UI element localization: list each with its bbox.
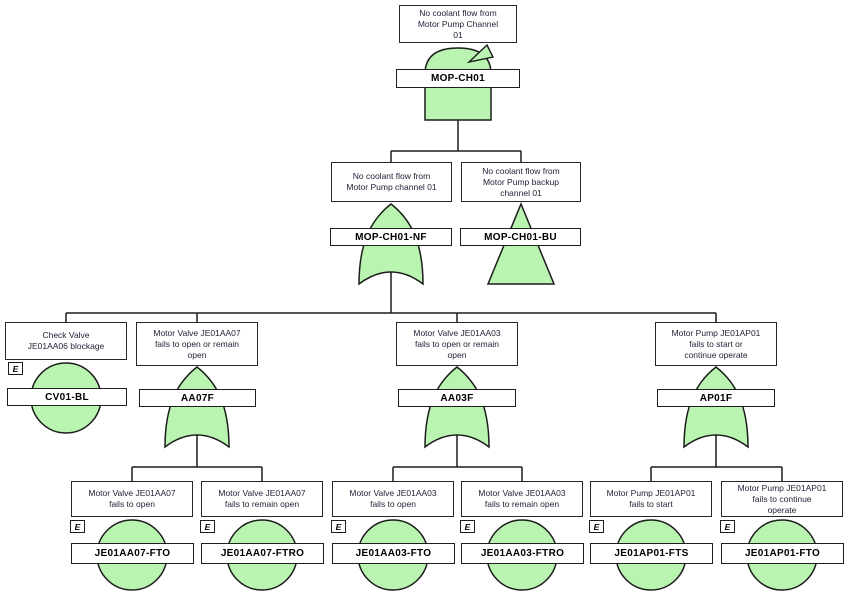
event-label[interactable]: JE01AA03-FTRO — [461, 543, 584, 564]
basic-event-badge: E — [70, 520, 85, 533]
or-gate-icon[interactable] — [421, 365, 493, 449]
event-label[interactable]: MOP-CH01-NF — [330, 228, 452, 246]
event-label[interactable]: JE01AA03-FTO — [332, 543, 455, 564]
event-description[interactable]: Motor Pump JE01AP01 fails to continue op… — [721, 481, 843, 517]
event-label[interactable]: JE01AP01-FTS — [590, 543, 713, 564]
event-label[interactable]: AA03F — [398, 389, 516, 407]
basic-event-badge: E — [720, 520, 735, 533]
event-description[interactable]: Motor Valve JE01AA03 fails to open — [332, 481, 454, 517]
or-gate-icon[interactable] — [161, 365, 233, 449]
basic-event-badge: E — [460, 520, 475, 533]
or-gate-icon[interactable] — [680, 365, 752, 449]
basic-event-badge: E — [331, 520, 346, 533]
event-label[interactable]: MOP-CH01-BU — [460, 228, 581, 246]
event-description[interactable]: Motor Pump JE01AP01 fails to start or co… — [655, 322, 777, 366]
event-description[interactable]: Motor Valve JE01AA07 fails to remain ope… — [201, 481, 323, 517]
event-label[interactable]: CV01-BL — [7, 388, 127, 406]
basic-event-badge: E — [200, 520, 215, 533]
event-label[interactable]: JE01AA07-FTRO — [201, 543, 324, 564]
event-description[interactable]: No coolant flow from Motor Pump channel … — [331, 162, 452, 202]
event-label[interactable]: AP01F — [657, 389, 775, 407]
event-description[interactable]: Motor Valve JE01AA07 fails to open — [71, 481, 193, 517]
event-description[interactable]: Motor Valve JE01AA07 fails to open or re… — [136, 322, 258, 366]
event-description[interactable]: Check Valve JE01AA06 blockage — [5, 322, 127, 360]
event-description[interactable]: Motor Valve JE01AA03 fails to remain ope… — [461, 481, 583, 517]
event-description[interactable]: No coolant flow from Motor Pump Channel … — [399, 5, 517, 43]
event-label[interactable]: JE01AP01-FTO — [721, 543, 844, 564]
basic-event-badge: E — [589, 520, 604, 533]
event-description[interactable]: Motor Pump JE01AP01 fails to start — [590, 481, 712, 517]
event-description[interactable]: No coolant flow from Motor Pump backup c… — [461, 162, 581, 202]
event-label[interactable]: JE01AA07-FTO — [71, 543, 194, 564]
event-label[interactable]: AA07F — [139, 389, 256, 407]
transfer-flag-icon — [466, 43, 495, 64]
basic-event-badge: E — [8, 362, 23, 375]
event-label[interactable]: MOP-CH01 — [396, 69, 520, 88]
event-description[interactable]: Motor Valve JE01AA03 fails to open or re… — [396, 322, 518, 366]
